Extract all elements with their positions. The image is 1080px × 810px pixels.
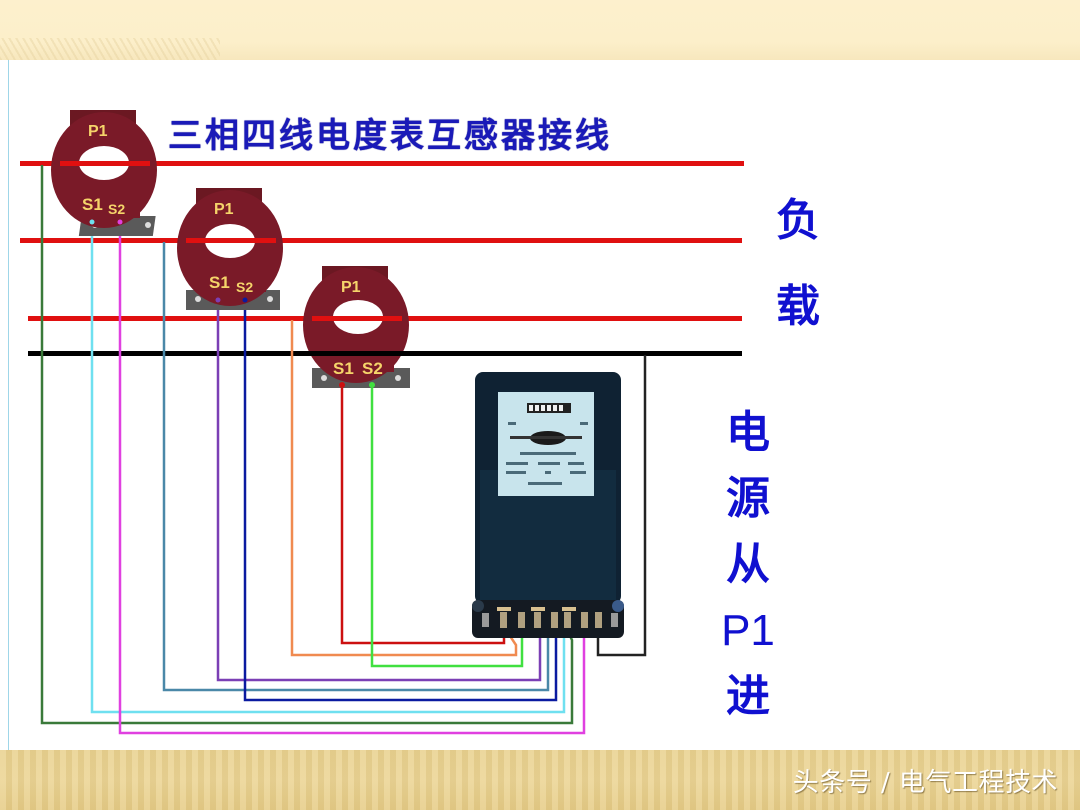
load-label: 负 载 (766, 178, 830, 350)
watermark-text: 头条号 / 电气工程技术 (792, 768, 1058, 798)
ct2-p1-label: P1 (214, 201, 234, 218)
ct3-s2-label: S2 (362, 359, 383, 378)
energy-meter (472, 372, 624, 638)
load-label-char-1: 负 (776, 195, 820, 246)
wire-ct3-s2 (370, 385, 524, 668)
ct1-s1-label: S1 (82, 195, 103, 214)
terminal-screw-right (612, 600, 624, 612)
wire-ct1-s1 (90, 222, 566, 714)
power-source-label: 电 源 从 P1 进 (708, 400, 788, 730)
ct3-s1-label: S1 (333, 359, 354, 378)
current-transformer-3: P1 S1 S2 (303, 266, 410, 388)
secondary-wires (40, 165, 647, 735)
meter-nameplate-text (506, 422, 588, 485)
ct1-s2-label: S2 (108, 201, 125, 217)
ct3-p1-label: P1 (341, 279, 361, 296)
wire-ct3-voltage (290, 320, 518, 657)
top-decorative-band (0, 0, 1080, 60)
terminal-caps (497, 607, 576, 611)
wire-ct2-voltage (162, 242, 550, 692)
current-transformer-2: P1 S1 S2 (177, 188, 283, 310)
load-label-char-2: 载 (776, 281, 820, 332)
ct1-p1-label: P1 (88, 123, 108, 140)
ct-terminal-dots (89, 219, 375, 388)
current-transformer-1: P1 S1 S2 (51, 110, 157, 236)
wire-ct2-s2 (243, 300, 558, 702)
terminal-screw-left (472, 600, 484, 612)
terminal-posts (482, 612, 618, 628)
slide-left-border (8, 60, 9, 750)
source-label-char-1: 电 (726, 407, 770, 458)
wire-neutral (596, 355, 647, 657)
source-label-char-2: 源 (726, 473, 770, 524)
counter-digits (529, 405, 563, 411)
ct2-s1-label: S1 (209, 273, 230, 292)
source-label-char-4: P1 (721, 606, 775, 655)
source-label-char-3: 从 (726, 539, 770, 590)
bottom-decorative-band (0, 750, 1080, 810)
band-stripes (0, 38, 220, 60)
wire-ct1-s2 (118, 222, 586, 735)
diagram-title: 三相四线电度表互感器接线 (168, 116, 612, 156)
phase-line-2 (20, 238, 742, 243)
ct2-s2-label: S2 (236, 279, 253, 295)
source-label-char-5: 进 (726, 671, 770, 722)
wire-ct2-s1 (216, 300, 542, 682)
phase-line-1 (20, 161, 744, 166)
meter-disk-bar (510, 436, 582, 439)
phase-lines-through-ct (60, 161, 412, 356)
